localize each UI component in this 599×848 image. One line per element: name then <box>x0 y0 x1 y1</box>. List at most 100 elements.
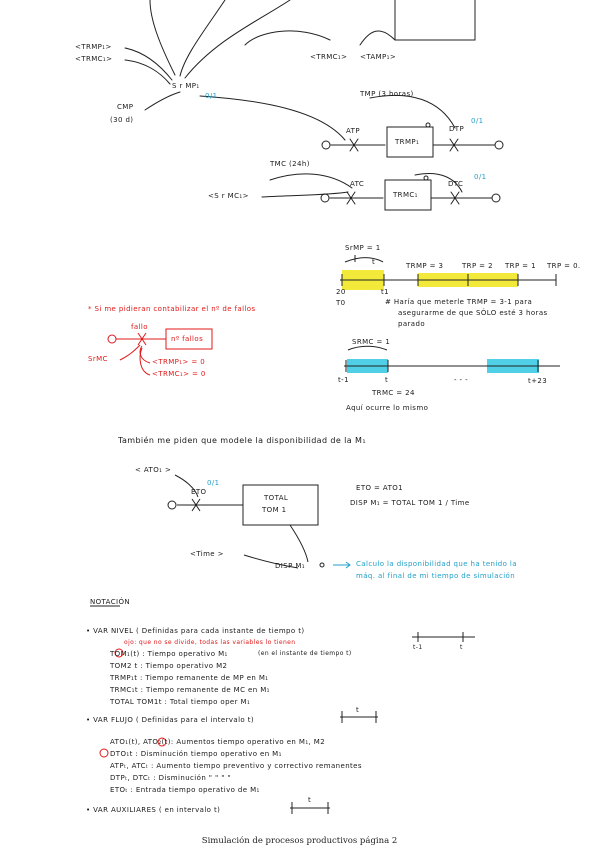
red-fallo-label: fallo <box>131 323 148 331</box>
trmc1-label: <TRMC₁> <box>75 55 113 63</box>
trmc1-right-label: <TRMC₁> <box>310 53 348 61</box>
trmc24-label: TRMC = 24 <box>372 389 415 397</box>
atc-label: ATC <box>350 180 365 188</box>
srmc-timeline-label: SRMC = 1 <box>352 338 391 346</box>
timeline-t1-label: t1 <box>381 288 389 296</box>
srmp1-label: S r MP₁ <box>172 82 200 90</box>
trmp-def: TRMP₁t : Tiempo remanente de MP en M₁ <box>110 674 269 682</box>
tom2-def: TOM2 t : Tiempo operativo M2 <box>110 662 228 670</box>
tmp-label: TMP (3 horas) <box>360 90 414 98</box>
cmp-value: (30 d) <box>110 116 134 124</box>
cloud-sink <box>491 193 501 203</box>
arrow-curve <box>144 91 181 111</box>
arrow-curve <box>359 30 396 46</box>
var-flujo-text: VAR FLUJO ( Definidas para el intervalo … <box>93 716 254 724</box>
red-srmc-label: SrMC <box>88 355 108 363</box>
timeline-note-line1: # Haría que meterle TRMP = 3-1 para <box>385 298 533 306</box>
dtp-fraction: 0/1 <box>471 117 484 125</box>
timeline-note-line2: asegurarme de que SÓLO esté 3 horas <box>398 309 548 317</box>
timeline-t0-label: T0 <box>336 299 346 307</box>
aux-t-label: t <box>308 796 312 804</box>
trmp3-label: TRMP = 3 <box>406 262 444 270</box>
dispo-diagram <box>167 474 325 569</box>
tom1-note: (en el instante de tiempo t) <box>258 650 352 657</box>
trmc-def: TRMC₁t : Tiempo remanente de MC en M₁ <box>110 686 270 694</box>
eto-label: ETO <box>191 488 207 496</box>
srmc1-label: <S r MC₁> <box>208 192 249 200</box>
tmc-label: TMC (24h) <box>270 160 310 168</box>
red-trmc-eq: <TRMC₁> = 0 <box>152 370 206 378</box>
red-fallos-stock: nº fallos <box>171 335 204 343</box>
total-stock-line2: TOM 1 <box>262 506 287 514</box>
dispo-intro: También me piden que modele la disponibi… <box>118 436 366 445</box>
stock-trmp1 <box>386 126 434 158</box>
total-stock-line1: TOTAL <box>264 494 289 502</box>
dtc-label: DTC <box>448 180 464 188</box>
stock-total-tom1 <box>242 484 319 526</box>
red-trmp-eq: <TRMP₁> = 0 <box>152 358 206 366</box>
var-nivel-text: VAR NIVEL ( Definidas para cada instante… <box>93 627 305 635</box>
timeline-t-label: t <box>372 258 376 266</box>
arrow-curve <box>199 95 346 141</box>
trmp1-label: <TRMP₁> <box>75 43 112 51</box>
dto-def: DTO₁t : Disminución tiempo operativo en … <box>110 750 282 758</box>
mc-t-label: t <box>385 376 389 384</box>
ato1-label: < ATO₁ > <box>135 466 172 474</box>
tamp1-right-label: <TAMP₁> <box>360 53 397 61</box>
trp0-label: TRP = 0. <box>547 262 581 270</box>
eto-equation: ETO = ATO1 <box>356 484 404 492</box>
trp1-label: TRP = 1 <box>505 262 536 270</box>
dtp-label: DTP <box>449 125 465 133</box>
ato-def: ATO₁(t), ATO₂(t): Aumentos tiempo operat… <box>110 738 326 746</box>
nivel-tick-left: t-1 <box>413 644 423 651</box>
page-footer: Simulación de procesos productivos págin… <box>201 836 398 846</box>
red-ojo-note: ojo: que no se divide, todas las variabl… <box>124 639 296 646</box>
arrow-curve <box>149 0 176 76</box>
arrow-curve <box>124 47 173 81</box>
notation-title: NOTACIÓN <box>90 598 131 606</box>
time-label: <Time > <box>190 550 224 558</box>
dispo-blue-line1: Calculo la disponibilidad que ha tenido … <box>356 560 517 568</box>
cmp-label: CMP <box>117 103 134 111</box>
var-aux-heading: • VAR AUXILIARES ( en intervalo t) <box>86 806 221 814</box>
timeline-zero-label: 20 <box>336 288 346 296</box>
timeline-mc <box>344 345 560 373</box>
timeline-note-line3: parado <box>398 320 426 328</box>
var-nivel-heading: • VAR NIVEL ( Definidas para cada instan… <box>86 627 305 635</box>
var-aux-text: VAR AUXILIARES ( en intervalo t) <box>93 806 221 814</box>
mc-caption: Aquí ocurre lo mismo <box>346 404 429 412</box>
eto-fraction: 0/1 <box>207 479 220 487</box>
arrow-curve <box>184 0 291 79</box>
srmp-timeline-label: SrMP = 1 <box>345 244 381 252</box>
red-fallos-diagram <box>107 328 213 376</box>
cloud-sink <box>494 140 504 150</box>
cloud-source <box>321 140 331 150</box>
notation-marks <box>90 605 475 814</box>
disp-equation: DISP M₁ = TOTAL TOM 1 / Time <box>350 499 470 507</box>
dtc-fraction: 0/1 <box>474 173 487 181</box>
disp-m1-label: DISP M₁ <box>275 562 305 570</box>
eto-def: ETOₜ : Entrada tiempo operativo de M₁ <box>110 786 260 794</box>
arrow-curve <box>179 0 226 77</box>
dispo-blue-line2: máq. al final de mi tiempo de simulación <box>356 572 516 580</box>
trmc1-stock-label: TRMC₁ <box>393 191 418 199</box>
arrow-curve <box>124 59 171 85</box>
dtp-def: DTPₜ, DTCₜ : Disminución " " " " <box>110 774 232 782</box>
atp-def: ATPₜ, ATCₜ : Aumento tiempo preventivo y… <box>110 762 362 770</box>
mc-t-minus-label: t-1 <box>338 376 349 384</box>
trmp1-stock-label: TRMP₁ <box>395 138 420 146</box>
flujo-t-label: t <box>356 706 360 714</box>
mc-t-plus-label: t+23 <box>528 377 548 385</box>
cloud-source <box>320 193 330 203</box>
trp2-label: TRP = 2 <box>462 262 493 270</box>
srmp1-fraction: 0/1 <box>205 92 218 100</box>
atp-label: ATP <box>346 127 360 135</box>
tom1-def: TOM₁(t) : Tiempo operativo M₁ <box>110 650 228 658</box>
nivel-tick-right: t <box>460 644 463 651</box>
arrow-curve <box>244 30 331 46</box>
timeline-mp <box>340 255 557 290</box>
mc-dashes: - - - <box>454 376 469 384</box>
arrow-curve <box>394 0 476 41</box>
red-note-title: * Si me pidieran contabilizar el nº de f… <box>88 305 256 313</box>
